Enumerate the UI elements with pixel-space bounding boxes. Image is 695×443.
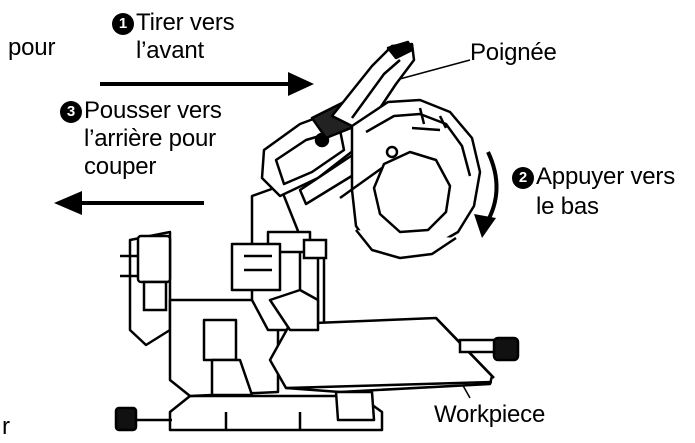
step2-number-icon: 2 — [512, 167, 534, 189]
side-rail — [120, 234, 172, 312]
arrow-right-icon — [100, 72, 314, 96]
step2-label-line2: le bas — [536, 193, 599, 220]
label-fragment-bottom: r — [2, 413, 10, 440]
step3-label-line2: l’arrière pour — [84, 125, 216, 152]
saw-blade — [339, 145, 457, 260]
step1-number-icon: 1 — [112, 13, 134, 35]
step3-line1: Pousser vers — [84, 97, 222, 124]
front-knob — [114, 406, 172, 432]
handle-label: Poignée — [470, 39, 557, 66]
step1-line1: Tirer vers — [136, 9, 235, 36]
step1-label-line2: l’avant — [136, 37, 204, 64]
right-clamp — [458, 336, 520, 362]
step3-number-icon: 3 — [60, 101, 82, 123]
step3-label-line3: couper — [84, 153, 157, 180]
arrow-left-icon — [54, 191, 204, 215]
label-fragment-left: pour — [8, 34, 56, 61]
handle-leader-line — [395, 59, 471, 81]
base-bracket — [224, 288, 376, 430]
workpiece-board — [268, 316, 495, 394]
curved-arrow-down-icon — [474, 151, 499, 238]
saw-base — [128, 230, 384, 432]
step2-line1: Appuyer vers — [536, 163, 675, 190]
workpiece-label: Workpiece — [434, 401, 546, 428]
